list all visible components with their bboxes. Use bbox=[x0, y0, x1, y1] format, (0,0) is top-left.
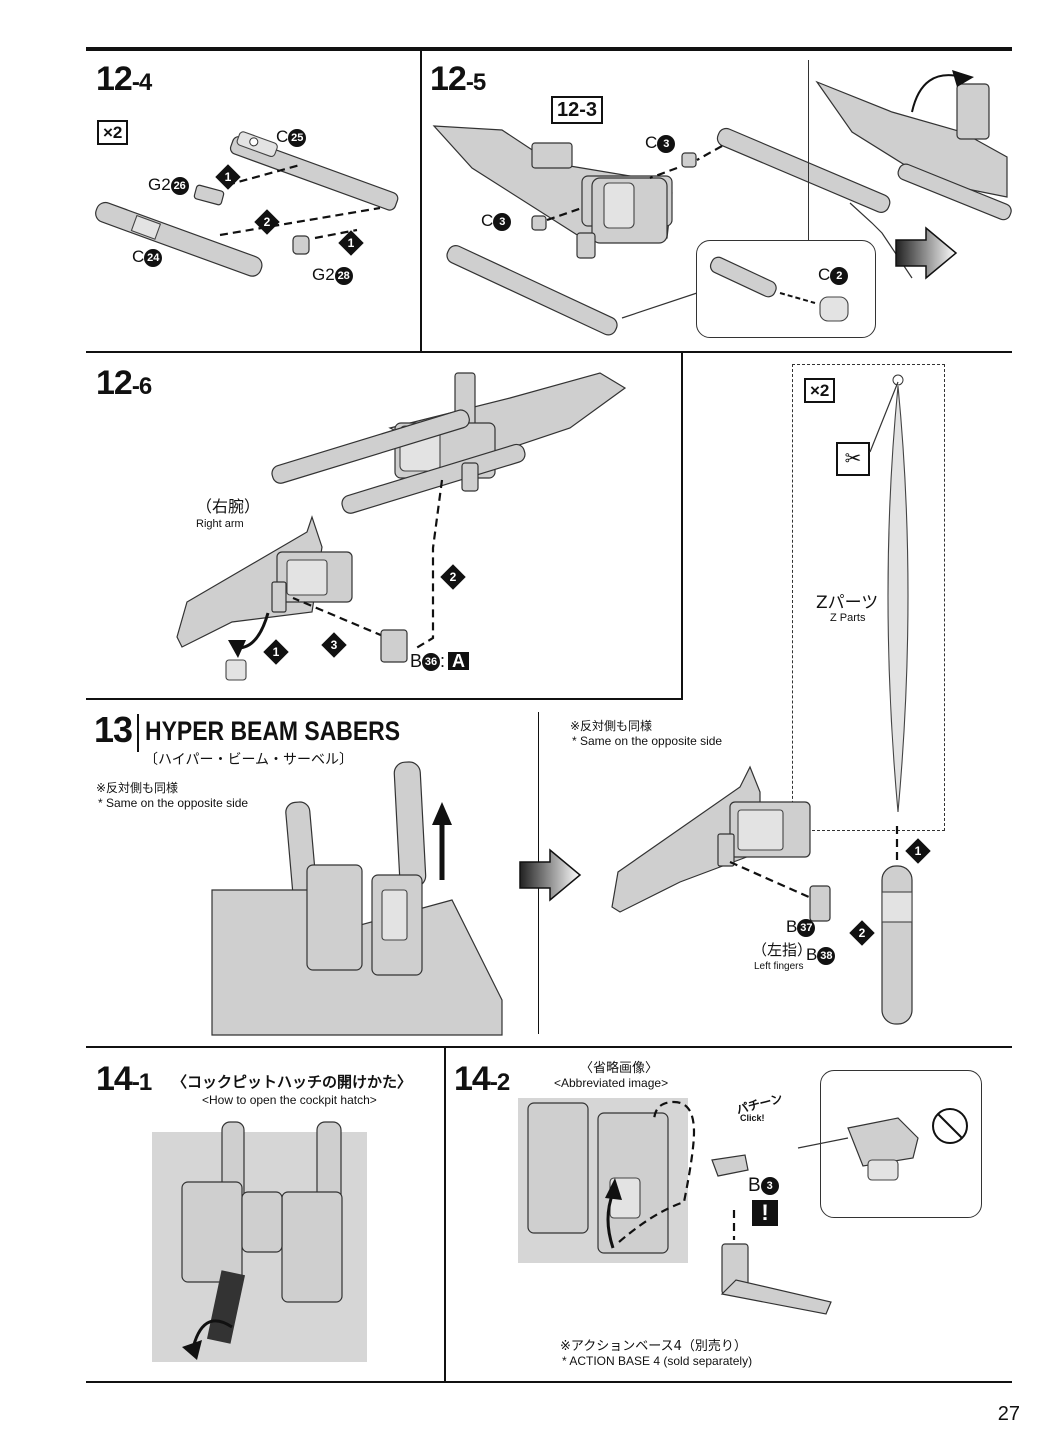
callout-detail-illustration bbox=[709, 256, 849, 322]
left-fingers-en-label: Left fingers bbox=[754, 961, 804, 972]
z-parts-box-left bbox=[792, 364, 863, 829]
abbreviated-image-jp: 〈省略画像〉 bbox=[580, 1061, 659, 1076]
z-parts-jp-label: Zパーツ bbox=[816, 593, 879, 613]
step-14-1-illustration bbox=[152, 1121, 367, 1362]
step-13-title-bar bbox=[137, 714, 139, 752]
divider-14 bbox=[444, 1047, 446, 1382]
divider-12-4-12-5 bbox=[420, 50, 422, 352]
step-2-marker: 2 bbox=[849, 920, 875, 946]
callout-detail-illustration bbox=[797, 1108, 968, 1181]
multiplier-badge: ×2 bbox=[97, 120, 129, 145]
z-part-rod bbox=[869, 374, 909, 813]
step-1-marker: 1 bbox=[905, 838, 931, 864]
step-13-heading: 13 bbox=[94, 709, 133, 750]
step-14-2-heading: 14-2 bbox=[454, 1060, 510, 1098]
z-parts-en-label: Z Parts bbox=[830, 612, 866, 624]
divider-12-6 bbox=[681, 352, 683, 699]
step-12-5-preview bbox=[815, 70, 1012, 221]
step-13-illustration bbox=[211, 761, 503, 1036]
step-12-5-illustration bbox=[432, 125, 913, 336]
right-arm-illustration bbox=[176, 515, 353, 648]
step-2-marker: 2 bbox=[440, 564, 466, 590]
step-13-subtitle: 〔ハイパー・ビーム・サーベル〕 bbox=[144, 752, 354, 768]
step-12-5-heading: 12-5 bbox=[430, 60, 486, 98]
action-base-jp-label: ※アクションベース4（別売り） bbox=[560, 1339, 747, 1354]
z-parts-box bbox=[792, 364, 945, 831]
step-2-marker: 2 bbox=[254, 209, 280, 235]
preview-divider bbox=[808, 60, 809, 240]
opposite-side-note-jp: ※反対側も同様 bbox=[96, 781, 179, 795]
warning-icon: ! bbox=[752, 1200, 778, 1226]
step-12-6-weapon bbox=[271, 372, 627, 514]
next-arrow bbox=[519, 848, 582, 902]
left-fingers-jp-label: （左指） bbox=[752, 941, 813, 959]
step-3-marker: 3 bbox=[321, 632, 347, 658]
right-arm-jp-label: （右腕） bbox=[196, 497, 261, 516]
opposite-side-note-en: * Same on the opposite side bbox=[572, 734, 723, 748]
page-number: 27 bbox=[997, 1403, 1020, 1425]
step-ref-badge: 12-3 bbox=[551, 96, 604, 124]
step-12-4-illustration bbox=[95, 131, 399, 277]
bottom-rule bbox=[86, 1381, 1012, 1383]
multiplier-badge: ×2 bbox=[804, 378, 836, 403]
opposite-side-note-jp: ※反対側も同様 bbox=[570, 719, 653, 733]
step-1-marker: 1 bbox=[263, 639, 289, 665]
action-base-en-label: * ACTION BASE 4 (sold separately) bbox=[562, 1354, 753, 1368]
cockpit-hatch-title-jp: 〈コックピットハッチの開けかた〉 bbox=[172, 1073, 413, 1091]
step-13-title: HYPER BEAM SABERS bbox=[145, 716, 401, 746]
left-arm-illustration bbox=[611, 765, 821, 913]
right-arm-en-label: Right arm bbox=[196, 518, 244, 530]
step-14-1-heading: 14-1 bbox=[96, 1060, 152, 1098]
action-base-illustration bbox=[720, 1210, 832, 1315]
cockpit-hatch-title-en: <How to open the cockpit hatch> bbox=[202, 1093, 377, 1107]
click-sfx-en: Click! bbox=[740, 1113, 765, 1123]
step-12-6-arrows bbox=[225, 479, 444, 681]
hrule-12-6 bbox=[86, 698, 683, 700]
next-arrow bbox=[895, 226, 958, 280]
step-12-4-heading: 12-4 bbox=[96, 60, 152, 98]
top-rule bbox=[86, 47, 1012, 51]
beam-saber-handle bbox=[809, 826, 913, 1025]
hrule-row3 bbox=[86, 1046, 1012, 1048]
step-1-marker: 1 bbox=[215, 164, 241, 190]
base-connector-part bbox=[711, 1154, 749, 1177]
abbreviated-image-en: <Abbreviated image> bbox=[554, 1076, 669, 1090]
step-12-6-heading: 12-6 bbox=[96, 364, 152, 402]
detail-callout bbox=[696, 240, 876, 338]
step-1-marker: 1 bbox=[338, 230, 364, 256]
click-path bbox=[618, 1100, 696, 1243]
nipper-icon: ✂ bbox=[836, 442, 870, 476]
hrule-row1 bbox=[86, 351, 1012, 353]
opposite-side-note-en: * Same on the opposite side bbox=[98, 796, 249, 810]
